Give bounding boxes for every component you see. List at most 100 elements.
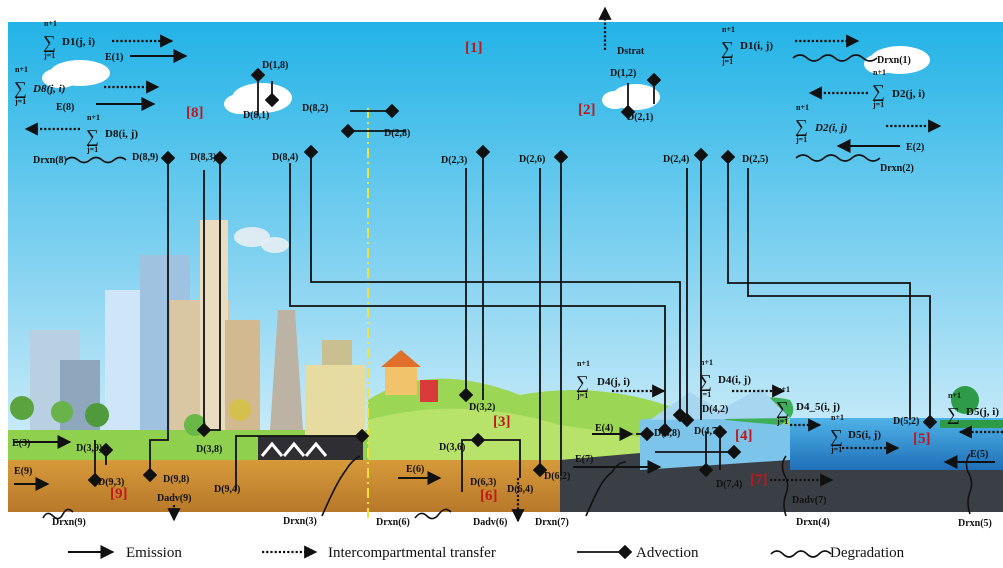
legend: Emission Intercompartmental transfer Adv… — [68, 544, 905, 561]
svg-text:j=1: j=1 — [699, 390, 711, 399]
label-d47: D(4,7) — [694, 426, 720, 437]
label-d93: D(9,3) — [98, 477, 124, 488]
label-d21: D(2,1) — [627, 112, 653, 123]
svg-text:n+1: n+1 — [722, 25, 735, 34]
svg-text:∑: ∑ — [699, 371, 712, 391]
label-drxn9: Drxn(9) — [52, 517, 86, 528]
svg-text:n+1: n+1 — [44, 19, 57, 28]
label-d83: D(8,3) — [190, 152, 216, 163]
svg-text:j=1: j=1 — [872, 100, 884, 109]
label-d45ij: D4_5(i, j) — [796, 401, 840, 413]
surface-arrows — [14, 384, 1003, 523]
svg-text:∑: ∑ — [86, 126, 99, 146]
label-d64: D(6,4) — [507, 484, 533, 495]
label-drxn8: Drxn(8) — [33, 155, 67, 166]
svg-text:∑: ∑ — [830, 426, 843, 446]
sum-d4ij: n+1 ∑ j=1 — [699, 358, 713, 399]
label-d8ij: D8(i, j) — [105, 128, 138, 140]
label-d48: D(4,8) — [654, 428, 680, 439]
sum-d5ji: n+1 ∑ — [947, 391, 961, 424]
compartment-label-7: [7] — [750, 472, 768, 488]
svg-text:j=1: j=1 — [14, 97, 26, 106]
svg-text:∑: ∑ — [872, 81, 885, 101]
svg-text:n+1: n+1 — [700, 358, 713, 367]
sum-d5ij: n+1 ∑ j=1 — [830, 413, 844, 454]
label-d74: D(7,4) — [716, 479, 742, 490]
label-drxn2: Drxn(2) — [880, 163, 914, 174]
svg-text:n+1: n+1 — [87, 113, 100, 122]
label-e5: E(5) — [970, 449, 988, 460]
compartment-label-1: [1] — [465, 40, 483, 56]
label-d39: D(3,9) — [76, 443, 102, 454]
svg-text:j=1: j=1 — [86, 145, 98, 154]
compartment-label-8: [8] — [186, 105, 204, 121]
label-drxn3: Drxn(3) — [283, 516, 317, 527]
svg-text:∑: ∑ — [43, 32, 56, 52]
svg-text:∑: ∑ — [776, 398, 789, 418]
advection-lines — [87, 144, 938, 492]
svg-text:n+1: n+1 — [873, 68, 886, 77]
label-d5ij: D5(i, j) — [848, 429, 881, 441]
sum-d8ji: n+1 ∑ j=1 — [14, 65, 28, 106]
label-d32: D(3,2) — [469, 402, 495, 413]
svg-text:j=1: j=1 — [830, 445, 842, 454]
label-d8ji: D8(j, i) — [32, 83, 65, 95]
compartment-label-5: [5] — [913, 431, 931, 447]
label-d25: D(2,5) — [742, 154, 768, 165]
legend-emission: Emission — [126, 545, 182, 561]
compartment-label-4: [4] — [735, 428, 753, 444]
label-d81: D(8,1) — [243, 110, 269, 121]
label-d62: D(6,2) — [544, 471, 570, 482]
clouds — [42, 46, 930, 114]
label-e3: E(3) — [12, 438, 30, 449]
label-drxn5: Drxn(5) — [958, 518, 992, 529]
sum-d2ij: n+1 ∑ j=1 — [795, 103, 809, 144]
label-dadv6: Dadv(6) — [473, 517, 507, 528]
sum-d2ji: n+1 ∑ j=1 — [872, 68, 886, 109]
svg-text:j=1: j=1 — [776, 417, 788, 426]
legend-transfer: Intercompartmental transfer — [328, 545, 496, 561]
label-d89: D(8,9) — [132, 152, 158, 163]
svg-text:n+1: n+1 — [831, 413, 844, 422]
label-e2: E(2) — [906, 142, 924, 153]
sum-d4ji: n+1 ∑ j=1 — [576, 359, 590, 400]
label-d1ji: D1(j, i) — [62, 36, 95, 48]
label-dadv7: Dadv(7) — [792, 495, 826, 506]
svg-text:j=1: j=1 — [795, 135, 807, 144]
svg-text:∑: ∑ — [14, 78, 27, 98]
label-e1: E(1) — [105, 52, 123, 63]
surface-labels: D4(j, i) D4(i, j) D4_5(i, j) D5(i, j) D5… — [12, 374, 999, 529]
label-d12: D(1,2) — [610, 68, 636, 79]
label-d26: D(2,6) — [519, 154, 545, 165]
svg-text:∑: ∑ — [721, 38, 734, 58]
svg-text:∑: ∑ — [947, 404, 960, 424]
label-e8: E(8) — [56, 102, 74, 113]
sum-d1ji: n+1 ∑ j=1 — [43, 19, 57, 60]
label-d94: D(9,4) — [214, 484, 240, 495]
label-d2ji: D2(j, i) — [892, 88, 925, 100]
air-arrows — [24, 6, 942, 164]
svg-text:∑: ∑ — [576, 372, 589, 392]
label-d23: D(2,3) — [441, 155, 467, 166]
label-drxn7: Drxn(7) — [535, 517, 569, 528]
svg-text:n+1: n+1 — [948, 391, 961, 400]
compartment-label-9: [9] — [110, 486, 128, 502]
label-d18: D(1,8) — [262, 60, 288, 71]
label-d84: D(8,4) — [272, 152, 298, 163]
label-e7: E(7) — [575, 454, 593, 465]
label-drxn4: Drxn(4) — [796, 517, 830, 528]
label-d2ij: D2(i, j) — [814, 122, 847, 134]
label-d1ij: D1(i, j) — [740, 40, 773, 52]
legend-degradation: Degradation — [830, 545, 905, 561]
label-dstrat: Dstrat — [617, 46, 645, 57]
sum-d8ij: n+1 ∑ j=1 — [86, 113, 100, 154]
label-e4: E(4) — [595, 423, 613, 434]
label-d98: D(9,8) — [163, 474, 189, 485]
label-e6: E(6) — [406, 464, 424, 475]
label-drxn6: Drxn(6) — [376, 517, 410, 528]
air-labels: D1(j, i) E(1) D8(j, i) E(8) D8(i, j) Drx… — [32, 36, 925, 174]
svg-text:∑: ∑ — [795, 116, 808, 136]
label-d36: D(3,6) — [439, 442, 465, 453]
svg-text:j=1: j=1 — [576, 391, 588, 400]
